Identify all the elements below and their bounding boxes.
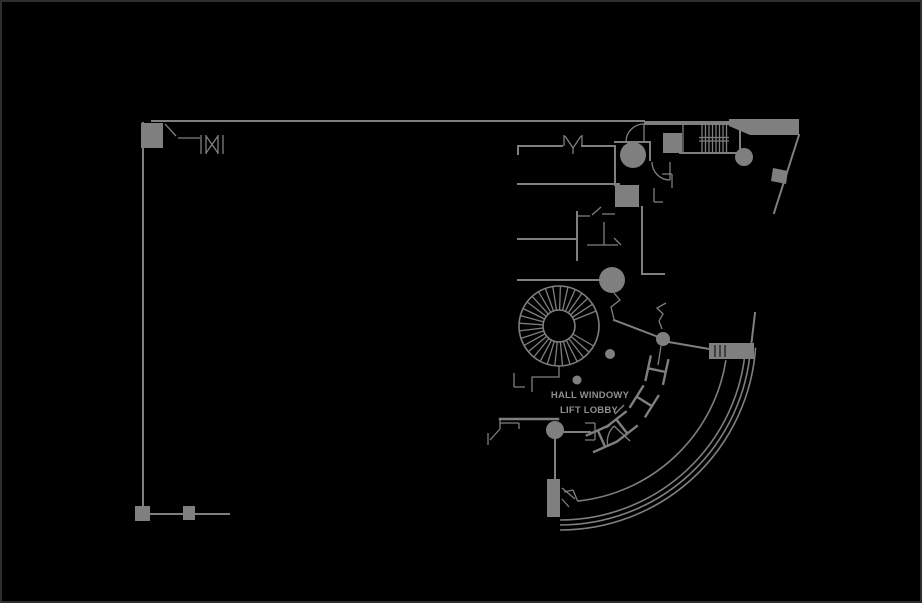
lobby-wall-left-end: [487, 419, 520, 445]
wall-jog-right: [655, 302, 667, 330]
spiral-exit-bracket: [513, 373, 525, 388]
round-column-1: [620, 142, 646, 168]
node-tail: [657, 345, 662, 366]
lift-door-frames: [585, 355, 670, 454]
right-wing: [709, 133, 801, 359]
shaft-block-1: [615, 185, 639, 207]
node-column: [656, 332, 670, 346]
door-swing-top-left: [164, 123, 200, 139]
curtain-arc-outer-2: [559, 347, 752, 526]
curtain-arc-outer-1: [559, 347, 757, 531]
hall-label: HALL WINDOWY: [551, 390, 630, 401]
spiral-staircase: [513, 285, 600, 392]
door-swing-column: [561, 487, 576, 508]
lift-door-frame-3: [605, 410, 639, 443]
lift-door-frame-2: [628, 384, 660, 419]
dot-column-2: [605, 349, 615, 359]
column-top-left: [141, 123, 163, 148]
column-bottom-left-1: [135, 506, 150, 521]
lift-lobby-walls: [487, 404, 631, 517]
round-column-3: [735, 148, 753, 166]
door-swing-stair-2: [651, 161, 671, 181]
column-bottom-left-2: [183, 506, 195, 520]
lift-door-frame-4: [585, 423, 618, 454]
diagonal-wall-lower: [749, 311, 757, 349]
door-swing-lobby: [606, 425, 631, 448]
sloped-tie-wall: [612, 318, 711, 351]
column-diamond: [771, 168, 788, 184]
wall-y144: [517, 145, 563, 155]
lift-lobby-label: LIFT LOBBY: [560, 405, 618, 416]
dot-column-1: [572, 375, 582, 385]
wall-jog-below-column: [610, 292, 621, 320]
spiral-outer-ring: [518, 285, 600, 367]
spiral-exit-wall: [531, 366, 560, 392]
spiral-inner-ring: [542, 309, 576, 343]
curved-curtain-wall: [559, 346, 757, 531]
node-column-lobby: [546, 421, 564, 439]
beam-block-notches: [714, 345, 726, 357]
wc-room-walls: [581, 141, 651, 186]
lobby-bracket: [585, 422, 596, 441]
core-walls: [517, 135, 711, 366]
round-column-2: [599, 267, 625, 293]
straight-staircase: [625, 121, 753, 203]
double-door-swing-top: [563, 135, 583, 154]
column-square-stair: [663, 133, 682, 153]
curtain-arc-inner: [577, 360, 727, 502]
floor-dots: [572, 349, 615, 385]
labels: HALL WINDOWY LIFT LOBBY: [551, 390, 630, 416]
spiral-treads: [519, 285, 597, 366]
wall-x640: [641, 206, 665, 275]
outer-walls: [135, 119, 799, 521]
beam-block: [709, 343, 754, 359]
column-lobby-bottom: [547, 479, 560, 517]
stair-landing-bar: [699, 136, 729, 142]
curtain-arc-outer-3: [559, 346, 747, 521]
top-right-tapered-wall: [729, 119, 799, 135]
x-window-symbol: [200, 135, 224, 154]
door-swing-stair-1: [625, 123, 645, 143]
door-leaf-small: [614, 404, 625, 415]
door-jamb-stubs: [653, 173, 673, 203]
small-room-doors: [577, 206, 622, 246]
lift-door-frame-1: [644, 355, 670, 386]
